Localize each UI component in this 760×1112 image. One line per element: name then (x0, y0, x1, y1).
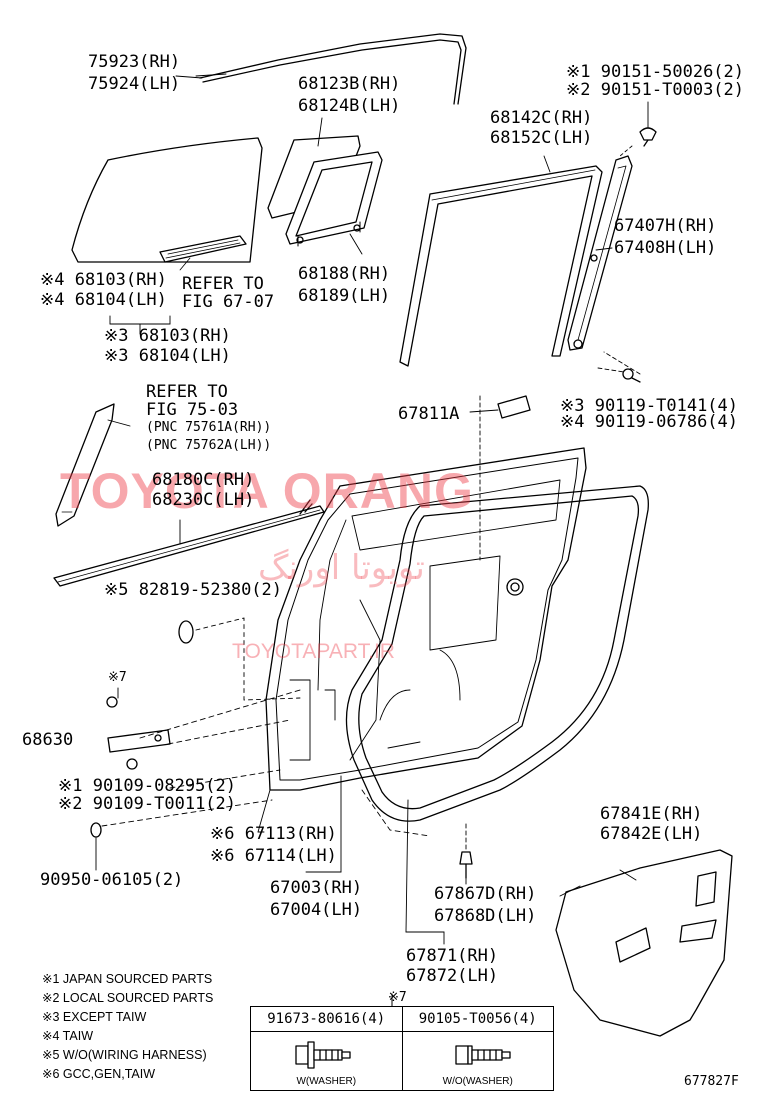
label-pnc-75761a: (PNC 75761A(RH)) (146, 420, 272, 435)
screw-part (622, 368, 641, 383)
note-2: ※2 LOCAL SOURCED PARTS (42, 991, 214, 1005)
label-67811a[interactable]: 67811A (398, 404, 460, 424)
label-mark-7: ※7 (108, 670, 127, 685)
label-68142c[interactable]: 68142C(RH) (490, 108, 593, 128)
cap-part (178, 620, 194, 644)
label-refer-67-07[interactable]: REFER TO (182, 274, 264, 294)
label-67407h[interactable]: 67407H(RH) (614, 216, 717, 236)
label-68152c[interactable]: 68152C(LH) (490, 128, 593, 148)
bolt-cell-91673[interactable]: 91673-80616(4) (250, 1006, 403, 1032)
caption-wo-washer: W/O(WASHER) (442, 1076, 513, 1087)
label-67871[interactable]: 67871(RH) (406, 946, 499, 966)
label-67003[interactable]: 67003(RH) (270, 878, 363, 898)
pillar-garnish-part (567, 155, 633, 351)
label-fig-75-03[interactable]: FIG 75-03 (146, 400, 239, 420)
label-67114[interactable]: ※6 67114(LH) (210, 846, 337, 866)
label-67004[interactable]: 67004(LH) (270, 900, 363, 920)
note-6: ※6 GCC,GEN,TAIW (42, 1067, 156, 1081)
corner-glass-part (55, 403, 115, 527)
glass-channel-part (159, 235, 247, 271)
note-4: ※4 TAIW (42, 1029, 93, 1043)
caption-w-washer: W(WASHER) (296, 1076, 357, 1087)
label-90109-t0011[interactable]: ※2 90109-T0011(2) (58, 794, 237, 814)
note-3: ※3 EXCEPT TAIW (42, 1010, 147, 1024)
label-67868d[interactable]: 67868D(LH) (434, 906, 537, 926)
watermark-persian: تویوتا اورنگ (258, 548, 425, 588)
label-90151-b[interactable]: ※2 90151-T0003(2) (566, 80, 745, 100)
label-90119-06786[interactable]: ※4 90119-06786(4) (560, 412, 739, 432)
watermark-main: TOYOTA ORANG (60, 463, 474, 519)
label-68103-taiw[interactable]: ※4 68103(RH) (40, 270, 167, 290)
note-5: ※5 W/O(WIRING HARNESS) (42, 1048, 207, 1062)
label-75923[interactable]: 75923(RH) (88, 52, 181, 72)
clip-part (639, 127, 657, 147)
label-67841e[interactable]: 67841E(RH) (600, 804, 703, 824)
diagram-ref-code: 677827F (684, 1074, 739, 1089)
door-panel-part (265, 447, 587, 791)
bolt-table: 91673-80616(4) 90105-T0056(4) W(WASHER) … (250, 1006, 554, 1091)
label-fig-67-07[interactable]: FIG 67-07 (182, 292, 275, 312)
door-glass-part (71, 137, 263, 263)
bolt-cell-90105[interactable]: 90105-T0056(4) (401, 1006, 554, 1032)
label-68188[interactable]: 68188(RH) (298, 264, 391, 284)
label-67113[interactable]: ※6 67113(RH) (210, 824, 337, 844)
label-68103-except-taiw[interactable]: ※3 68103(RH) (104, 326, 231, 346)
label-68104-taiw[interactable]: ※4 68104(LH) (40, 290, 167, 310)
weatherstrip-clip-part (459, 851, 473, 879)
label-68124b[interactable]: 68124B(LH) (298, 96, 401, 116)
roof-molding-part (195, 33, 467, 105)
watermark-site: TOYOTAPART.IR (232, 640, 395, 663)
label-90119-t0141[interactable]: ※3 90119-T0141(4) (560, 396, 739, 416)
label-90950[interactable]: 90950-06105(2) (40, 870, 184, 890)
weatherstrip-part (345, 485, 649, 822)
note-1: ※1 JAPAN SOURCED PARTS (42, 972, 213, 986)
label-82819[interactable]: ※5 82819-52380(2) (104, 580, 283, 600)
label-68180c[interactable]: 68180C(RH) (152, 470, 255, 490)
frame-molding-part (399, 165, 603, 367)
label-75924[interactable]: 75924(LH) (88, 74, 181, 94)
hinge-part (106, 696, 171, 770)
label-pnc-75762a: (PNC 75762A(LH)) (146, 438, 272, 453)
label-refer-75-03[interactable]: REFER TO (146, 382, 228, 402)
label-90109-08295[interactable]: ※1 90109-08295(2) (58, 776, 237, 796)
label-67842e[interactable]: 67842E(LH) (600, 824, 703, 844)
bolt-pic-wo-washer: W/O(WASHER) (401, 1031, 554, 1091)
label-90151-a[interactable]: ※1 90151-50026(2) (566, 62, 745, 82)
plug-part (90, 822, 102, 838)
label-68630[interactable]: 68630 (22, 730, 74, 750)
quarter-frame-part (285, 151, 383, 247)
pad-part (497, 395, 531, 419)
label-68123b[interactable]: 68123B(RH) (298, 74, 401, 94)
label-68104-except-taiw[interactable]: ※3 68104(LH) (104, 346, 231, 366)
label-67408h[interactable]: 67408H(LH) (614, 238, 717, 258)
label-67867d[interactable]: 67867D(RH) (434, 884, 537, 904)
bolt-table-mark: ※7 (388, 990, 407, 1005)
label-68189[interactable]: 68189(LH) (298, 286, 391, 306)
leader-lines (95, 75, 649, 1007)
label-67872[interactable]: 67872(LH) (406, 966, 499, 986)
label-68230c[interactable]: 68230C(LH) (152, 490, 255, 510)
bolt-pic-w-washer: W(WASHER) (250, 1031, 403, 1091)
trim-panel-part (555, 849, 733, 1037)
